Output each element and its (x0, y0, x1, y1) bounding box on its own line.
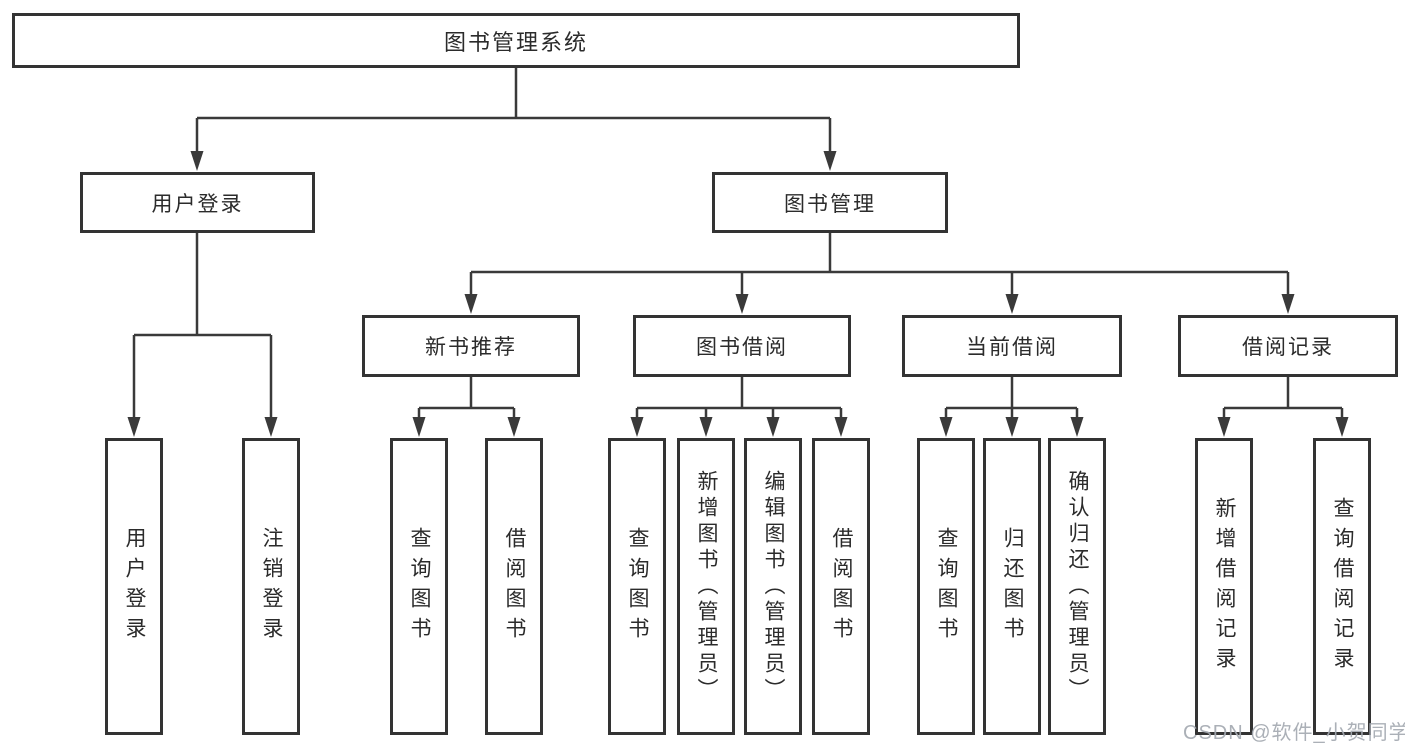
node-new-book-recommendation: 新书推荐 (362, 315, 580, 377)
leaf-add-books-admin: 新增图书（管理员） (677, 438, 735, 735)
leaf-query-books: 查询图书 (917, 438, 975, 735)
leaf-label: 注销登录 (260, 526, 283, 647)
leaf-label: 查询图书 (408, 526, 431, 647)
leaf-label: 新增借阅记录 (1213, 496, 1236, 677)
leaf-label: 用户登录 (123, 526, 146, 647)
leaf-label: 查询图书 (626, 526, 649, 647)
leaf-borrow-books: 借阅图书 (812, 438, 870, 735)
leaf-label: 归还图书 (1001, 526, 1024, 647)
leaf-user-login: 用户登录 (105, 438, 163, 735)
node-user-login: 用户登录 (80, 172, 315, 233)
leaf-label: 查询借阅记录 (1331, 496, 1354, 677)
leaf-label: 新增图书（管理员） (695, 469, 718, 704)
leaf-query-books: 查询图书 (390, 438, 448, 735)
leaf-confirm-return-admin: 确认归还（管理员） (1048, 438, 1106, 735)
node-label: 借阅记录 (1242, 336, 1334, 359)
leaf-add-borrow-record: 新增借阅记录 (1195, 438, 1253, 735)
node-label: 用户登录 (151, 192, 244, 216)
node-borrowing-records: 借阅记录 (1178, 315, 1398, 377)
node-current-borrowing: 当前借阅 (902, 315, 1122, 377)
node-label: 新书推荐 (425, 336, 517, 359)
leaf-label: 确认归还（管理员） (1066, 469, 1089, 704)
leaf-borrow-books: 借阅图书 (485, 438, 543, 735)
watermark: CSDN @软件_小贺同学 (1183, 722, 1405, 744)
node-label: 当前借阅 (966, 336, 1058, 359)
node-label: 图书管理系统 (443, 29, 588, 55)
leaf-label: 借阅图书 (830, 526, 853, 647)
leaf-label: 编辑图书（管理员） (762, 469, 785, 704)
leaf-query-books: 查询图书 (608, 438, 666, 735)
node-book-management: 图书管理 (712, 172, 948, 233)
node-book-borrowing: 图书借阅 (633, 315, 851, 377)
node-label: 图书借阅 (696, 336, 788, 359)
leaf-edit-books-admin: 编辑图书（管理员） (744, 438, 802, 735)
leaf-label: 查询图书 (935, 526, 958, 647)
leaf-return-books: 归还图书 (983, 438, 1041, 735)
leaf-query-borrow-record: 查询借阅记录 (1313, 438, 1371, 735)
leaf-logout: 注销登录 (242, 438, 300, 735)
node-label: 图书管理 (784, 192, 876, 216)
leaf-label: 借阅图书 (503, 526, 526, 647)
node-library-management-system: 图书管理系统 (12, 13, 1020, 68)
